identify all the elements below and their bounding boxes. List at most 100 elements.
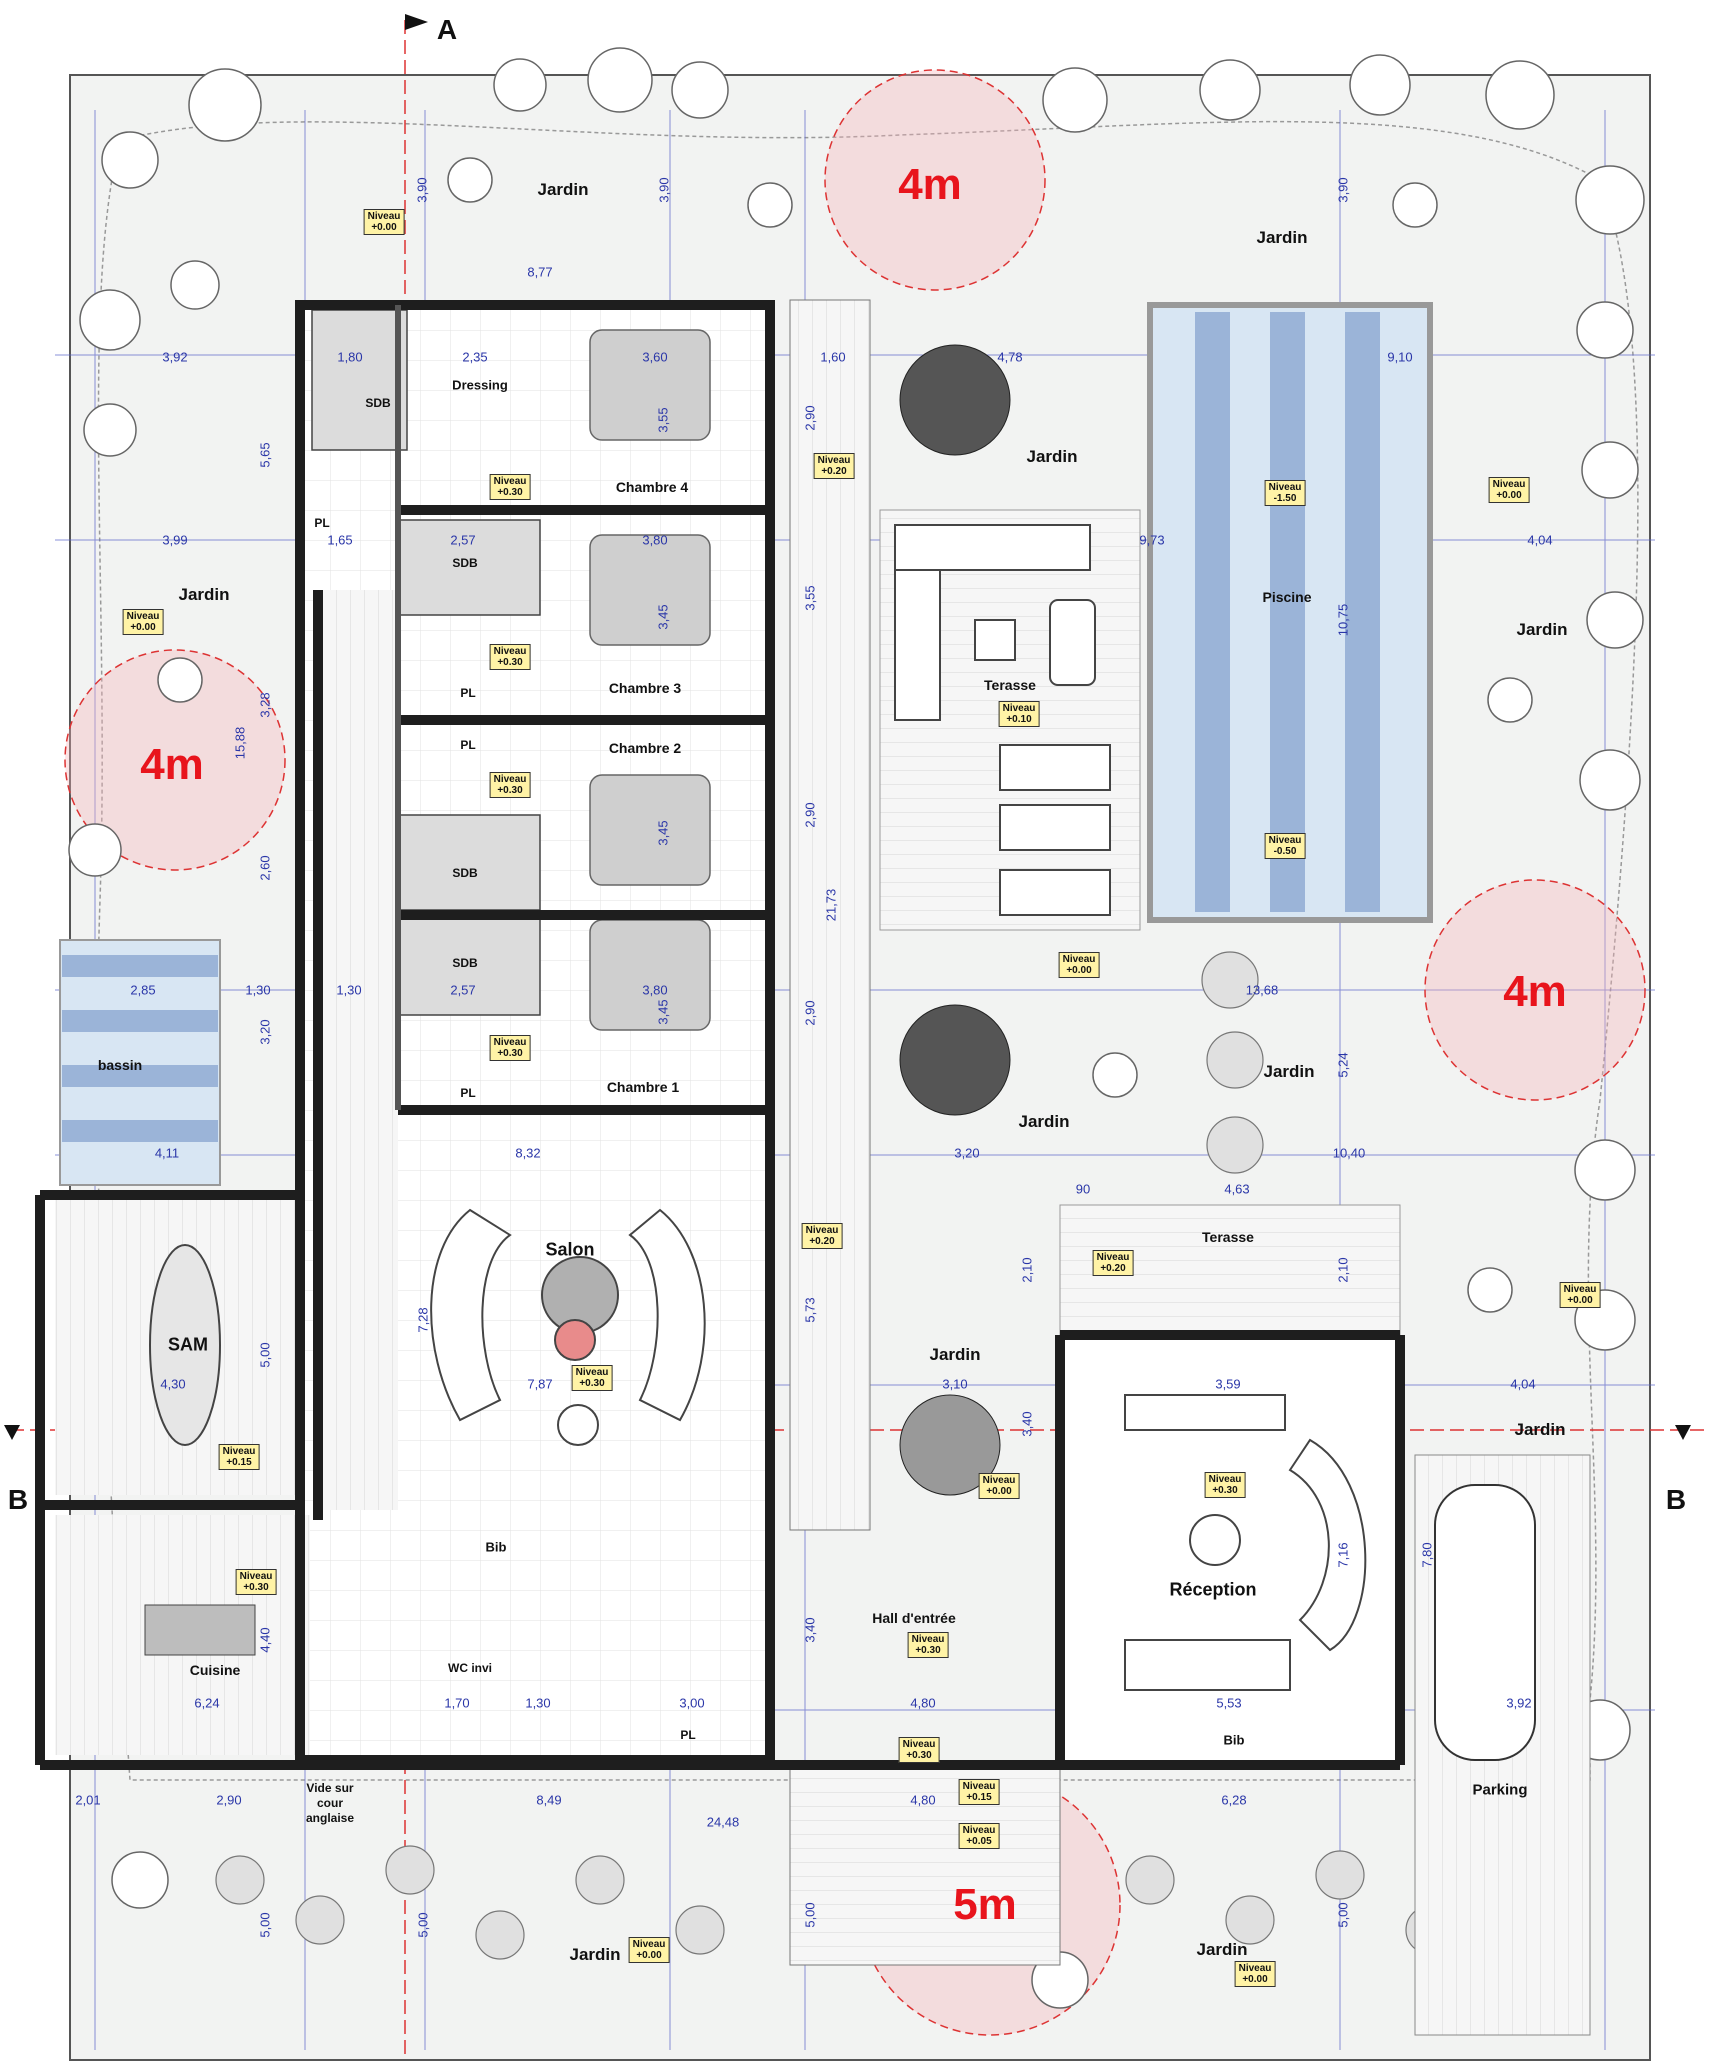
niveau-tag: Niveau+0.05	[958, 1823, 1000, 1849]
room-label-terasse: Terasse	[984, 677, 1036, 693]
dimension: 2,35	[462, 349, 488, 365]
room-label-hall: Hall d'entrée	[872, 1610, 956, 1626]
dimension: 1,80	[337, 349, 363, 365]
niveau-tag: Niveau+0.30	[489, 474, 531, 500]
niveau-tag: Niveau+0.30	[907, 1632, 949, 1658]
dimension: 3,10	[942, 1376, 968, 1392]
dimension: 1,70	[444, 1695, 470, 1711]
dimension-vertical: 5,73	[802, 1297, 818, 1323]
section-b-right-label: B	[1665, 1484, 1687, 1515]
dimension-vertical: 7,28	[415, 1307, 431, 1333]
shrubs	[215, 951, 1455, 1960]
dimension-vertical: 3,55	[802, 585, 818, 611]
dimension: 3,00	[679, 1695, 705, 1711]
planter-entry	[899, 1394, 1001, 1496]
dimension: 4,63	[1224, 1181, 1250, 1197]
section-a-label: A	[436, 14, 458, 45]
room-label-jardin: Jardin	[537, 180, 589, 199]
niveau-tag: Niveau+0.00	[1058, 952, 1100, 978]
room-label-jardin: Jardin	[178, 585, 230, 604]
niveau-tag: Niveau+0.30	[489, 644, 531, 670]
dimension: 4,04	[1527, 532, 1553, 548]
dimension-vertical: 10,75	[1335, 603, 1351, 637]
niveau-tag: Niveau+0.30	[1204, 1472, 1246, 1498]
dimension: 3,59	[1215, 1376, 1241, 1392]
terrace-furniture	[894, 524, 1111, 916]
room-label-wc: WC invi	[448, 1661, 492, 1675]
dimension: 8,32	[515, 1145, 541, 1161]
dimension: 3,99	[162, 532, 188, 548]
room-label-jardin: Jardin	[1196, 1940, 1248, 1959]
dimension: 3,80	[642, 982, 668, 998]
dimension-vertical: 5,00	[802, 1902, 818, 1928]
dimension: 7,87	[527, 1376, 553, 1392]
dimension-vertical: 4,40	[257, 1627, 273, 1653]
room-label-salon: Salon	[545, 1239, 595, 1260]
dimension-vertical: 2,60	[257, 855, 273, 881]
niveau-tag: Niveau+0.30	[571, 1365, 613, 1391]
dimension-vertical: 5,00	[257, 1342, 273, 1368]
dimension: 4,11	[154, 1145, 180, 1161]
dimension: 1,60	[820, 349, 846, 365]
dimension: 2,57	[450, 982, 476, 998]
room-label-jardin: Jardin	[1256, 228, 1308, 247]
dimension-vertical: 7,80	[1419, 1542, 1435, 1568]
dimension: 5,53	[1216, 1695, 1242, 1711]
dimension-vertical: 3,45	[655, 604, 671, 630]
dimension: 2,85	[130, 982, 156, 998]
radius-top-label: 4m	[898, 160, 962, 209]
planter-middle	[899, 1004, 1011, 1116]
room-label-parking: Parking	[1472, 1781, 1528, 1799]
section-b-left-label: B	[7, 1484, 29, 1515]
dimension-vertical: 5,24	[1335, 1052, 1351, 1078]
niveau-tag: Niveau+0.30	[489, 1035, 531, 1061]
room-label-dressing: Dressing	[452, 377, 508, 393]
dimension: 1,65	[327, 532, 353, 548]
radius-left-label: 4m	[140, 740, 204, 789]
dimension: 8,49	[536, 1792, 562, 1808]
planter-top	[899, 344, 1011, 456]
dimension-vertical: 3,28	[257, 692, 273, 718]
room-label-jardin: Jardin	[569, 1945, 621, 1964]
bathrooms	[311, 309, 541, 1016]
room-label-terasse: Terasse	[1202, 1229, 1254, 1245]
niveau-tag: Niveau+0.00	[978, 1473, 1020, 1499]
room-label-chambre3: Chambre 3	[608, 680, 682, 696]
corridor-floor	[318, 590, 398, 1510]
niveau-tag: Niveau+0.00	[363, 209, 405, 235]
room-label-bib: Bib	[1223, 1732, 1245, 1748]
room-label-jardin: Jardin	[1026, 447, 1078, 466]
dimension: 4,80	[910, 1792, 936, 1808]
dimension-vertical: 2,90	[802, 802, 818, 828]
niveau-tag: Niveau-1.50	[1264, 480, 1306, 506]
room-label-piscine: Piscine	[1262, 589, 1312, 605]
room-label-sdb: SDB	[452, 556, 478, 570]
room-label-chambre4: Chambre 4	[615, 479, 689, 495]
niveau-tag: Niveau+0.20	[813, 453, 855, 479]
dimension-vertical: 3,45	[655, 820, 671, 846]
dimension: 6,24	[194, 1695, 220, 1711]
niveau-tag: Niveau+0.00	[122, 609, 164, 635]
dimension: 6,28	[1221, 1792, 1247, 1808]
dimension: 2,01	[75, 1792, 101, 1808]
niveau-tag: Niveau+0.20	[1092, 1250, 1134, 1276]
dimension-vertical: 2,90	[802, 405, 818, 431]
niveau-tag: Niveau+0.15	[958, 1779, 1000, 1805]
niveau-tag: Niveau+0.30	[489, 772, 531, 798]
salon-furniture	[430, 1208, 706, 1446]
dimension: 4,78	[997, 349, 1023, 365]
dimension-vertical: 3,90	[656, 177, 672, 203]
dimension-vertical: 2,10	[1019, 1257, 1035, 1283]
dimension-vertical: 7,16	[1335, 1542, 1351, 1568]
niveau-tag: Niveau+0.10	[998, 701, 1040, 727]
niveau-tag: Niveau+0.30	[898, 1737, 940, 1763]
section-arrow-b-left	[4, 1425, 20, 1440]
room-label-sdb: SDB	[452, 956, 478, 970]
dimension: 3,92	[162, 349, 188, 365]
dimension: 1,30	[336, 982, 362, 998]
dimension-vertical: 5,00	[415, 1912, 431, 1938]
dimension: 1,30	[245, 982, 271, 998]
radius-right-label: 4m	[1503, 967, 1567, 1016]
dimension: 3,60	[642, 349, 668, 365]
